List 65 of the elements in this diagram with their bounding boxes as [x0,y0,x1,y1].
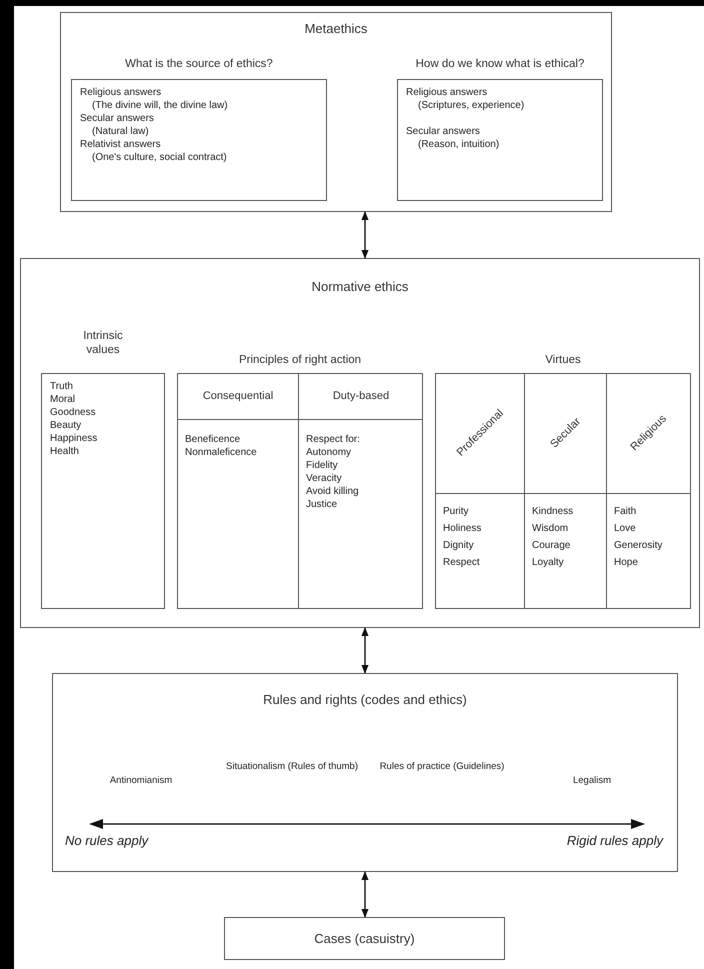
column-item: Wisdom [532,522,570,536]
section-box [20,258,700,628]
column-item: Respect for: [306,433,361,446]
column-item: Loyalty [532,556,565,570]
list-item: (Scriptures, experience) [417,99,526,112]
table-heading: Principles of right action [238,353,362,367]
column-item: Autonomy [306,446,352,459]
list-item: Religious answers [406,86,488,99]
section-box [224,917,505,960]
scale-label: Rules of practice (Guidelines) [378,760,506,773]
table-heading: Virtues [544,353,582,367]
list-item: Religious answers [80,86,162,99]
list-item: Secular answers [406,125,481,138]
arrow [361,871,369,918]
column-item: Generosity [614,539,664,553]
list-item: Relativist answers [80,138,162,151]
table-column [606,373,691,609]
list-item: (The divine will, the divine law) [91,99,229,112]
list-item: Health [50,445,80,458]
table-column [524,373,607,609]
list-item: Goodness [50,406,97,419]
list-item: Happiness [50,432,98,445]
scale-end-label: No rules apply [65,834,148,847]
section-title: Cases (casuistry) [313,931,416,946]
scale-label: Antinomianism [108,774,174,787]
column-item: Hope [614,556,639,570]
list-item: Secular answers [80,112,155,125]
column-item: Avoid killing [306,485,360,498]
column-item: Fidelity [306,459,339,472]
column-item: Kindness [532,505,574,519]
column-item: Love [614,522,637,536]
list-item: Beauty [50,419,82,432]
list-item: Truth [50,380,74,393]
panel-heading: What is the source of ethics? [124,57,274,71]
list-item: (One's culture, social contract) [91,151,228,164]
scale-end-label: Rigid rules apply [566,834,663,847]
column-item: Respect [443,556,481,570]
column-item: Purity [443,505,470,519]
section-title: Normative ethics [310,279,410,294]
column-item: Justice [306,498,338,511]
column-item: Beneficence [185,433,242,446]
scale-label: Situationalism (Rules of thumb) [225,760,359,773]
arrow [361,211,369,259]
panel-heading: How do we know what is ethical? [414,57,586,71]
column-item: Courage [532,539,572,553]
column-item: Holiness [443,522,482,536]
column-item: Faith [614,505,638,519]
panel-heading: Intrinsic values [82,329,124,357]
section-title: Rules and rights (codes and ethics) [262,692,468,707]
list-item: Moral [50,393,76,406]
list-panel [71,57,327,201]
section-box [52,673,678,872]
list-item: (Reason, intuition) [417,138,500,151]
column-item: Nonmaleficence [185,446,258,459]
list-item: (Natural law) [91,125,150,138]
list-panel [397,57,603,201]
column-item: Dignity [443,539,475,553]
column-item: Veracity [306,472,343,485]
section-box [60,12,612,212]
arrow [361,627,369,674]
scale-label: Legalism [572,774,612,787]
column-header: Consequential [202,390,274,402]
column-header: Duty-based [332,390,390,402]
table-column [298,373,423,609]
section-title: Metaethics [304,21,368,36]
